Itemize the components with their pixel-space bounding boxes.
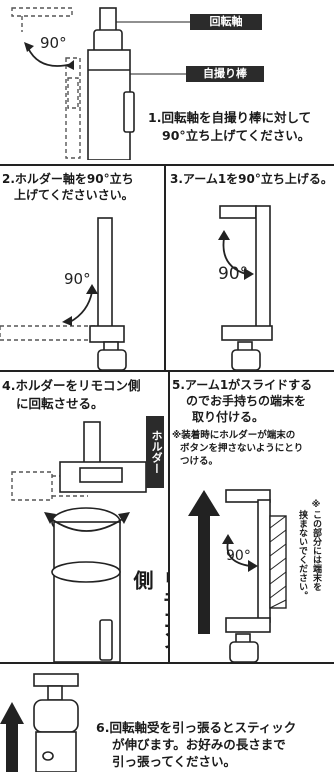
step4-panel: 4.ホルダーをリモコン側 に回転させる。 ホルダー リモコン側 [0, 372, 168, 662]
step1-angle-label: 90° [40, 34, 67, 52]
step5-note-line1: ※装着時にホルダーが端末の [172, 430, 296, 441]
divider-3 [0, 662, 334, 664]
holder-tag: ホルダー [146, 416, 164, 488]
step4-text-line2: に回転させる。 [16, 396, 104, 411]
step5-text-line3: 取り付ける。 [192, 410, 265, 424]
step1-text-line1: 1.回転軸を自撮り棒に対して [148, 110, 312, 125]
step5-side-note-line1: ※この部分には端末を [311, 500, 321, 591]
step2-panel: 2.ホルダー軸を90°立ち 上げてくださいさい。 90° [0, 166, 164, 370]
divider-vertical-1 [164, 166, 166, 370]
step4-text-line1: 4.ホルダーをリモコン側 [2, 378, 141, 393]
step6-text-line1: 6.回転軸受を引っ張るとスティック [96, 720, 297, 735]
step5-panel: 5.アーム1がスライドする のでお手持ちの端末を 取り付ける。 ※装着時にホルダ… [170, 372, 334, 662]
step3-text: 3.アーム1を90°立ち上げる。 [170, 172, 333, 186]
step4-illustration [11, 421, 147, 662]
step5-text-line2: のでお手持ちの端末を [186, 394, 307, 408]
remote-side-label: リモコン側 [130, 570, 168, 650]
step2-illustration [0, 217, 127, 370]
step6-text-line2: が伸びます。お好みの長さまで [112, 737, 286, 752]
step1-illustration [11, 7, 190, 160]
step5-side-note-line2: 挟まないでください。 [297, 510, 307, 600]
step2-angle-label: 90° [64, 270, 91, 288]
step2-text-line2: 上げてくださいさい。 [14, 188, 134, 202]
step2-text-line1: 2.ホルダー軸を90°立ち [2, 172, 134, 186]
step6-panel: 6.回転軸受を引っ張るとスティック が伸びます。お好みの長さまで 引っ張ってくだ… [0, 664, 334, 772]
step5-angle-label: 90° [226, 548, 251, 564]
divider-vertical-2 [168, 372, 170, 662]
step3-illustration [218, 205, 273, 370]
selfie-stick-tag: 自撮り棒 [186, 66, 264, 82]
step3-panel: 3.アーム1を90°立ち上げる。 90° [166, 166, 334, 370]
divider-2 [0, 370, 334, 372]
step6-text-line3: 引っ張ってください。 [112, 754, 237, 769]
rotation-axis-tag: 回転軸 [190, 14, 262, 30]
divider-1 [0, 164, 334, 166]
step5-text-line1: 5.アーム1がスライドする [172, 378, 313, 392]
step6-illustration [0, 673, 79, 772]
step3-angle-label: 90° [218, 264, 249, 284]
step5-note-line3: つける。 [180, 456, 219, 467]
step1-text-line2: 90°立ち上げてください。 [162, 128, 311, 143]
step5-note-line2: ボタンを押さないようにとり [180, 443, 304, 454]
step5-illustration [188, 489, 287, 662]
step1-panel: 90° 回転軸 自撮り棒 1.回転軸を自撮り棒に対して 90°立ち上げてください… [0, 0, 334, 160]
